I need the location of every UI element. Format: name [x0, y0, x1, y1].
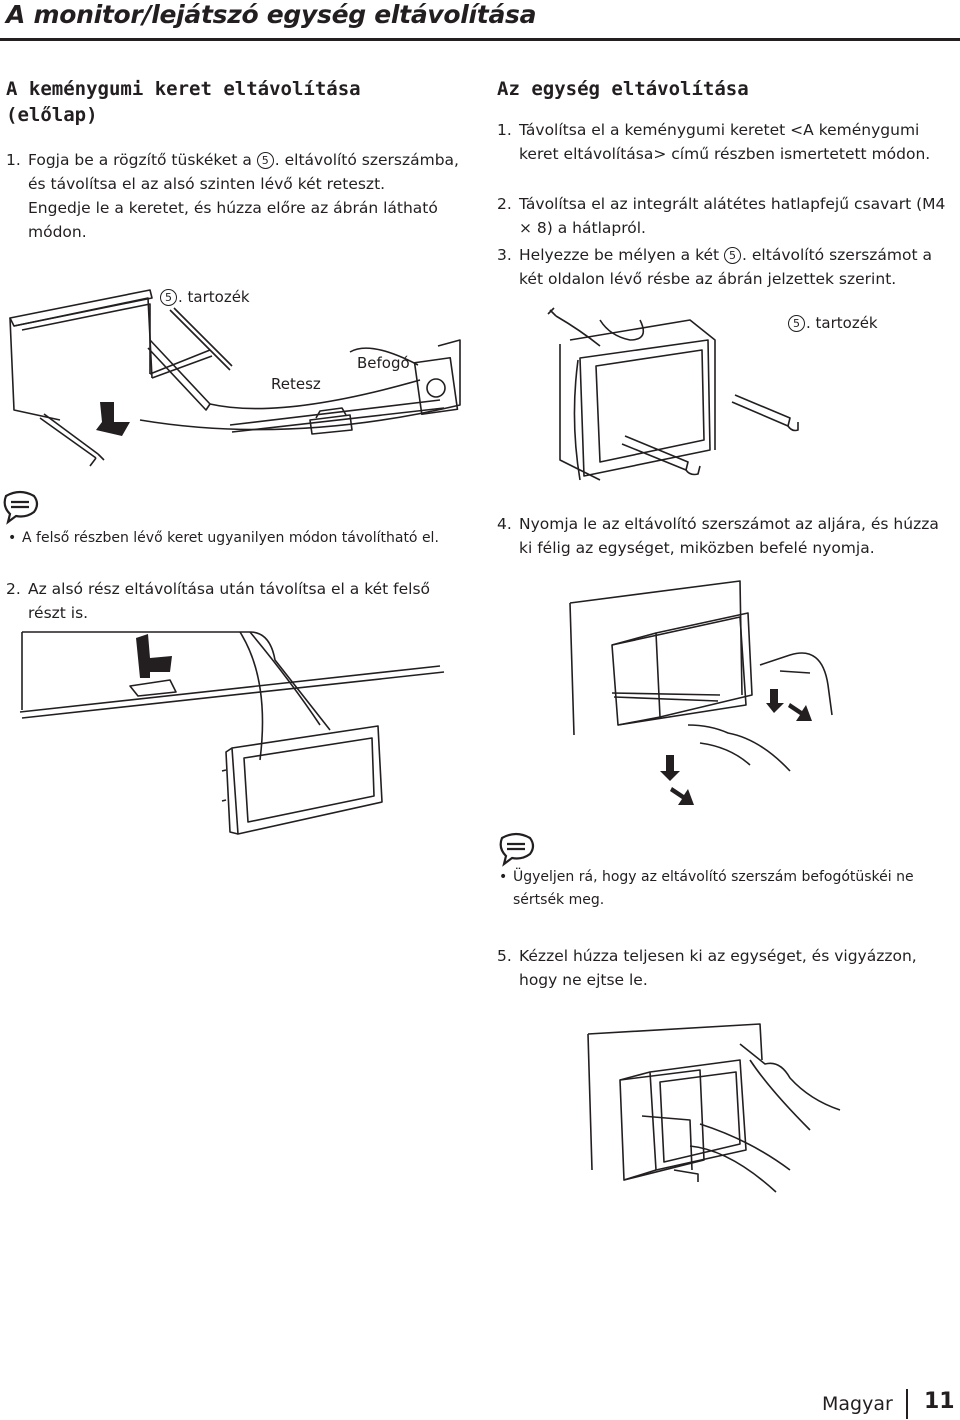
right-step-5-text: Kézzel húzza teljesen ki az egységet, és… — [519, 947, 917, 989]
figure1-label-retesz: Retesz — [271, 375, 321, 393]
left-step-1-text-a: Fogja be a rögzítő tüskéket a — [28, 151, 252, 169]
page-title: A monitor/lejátszó egység eltávolítása — [6, 0, 537, 29]
left-note: • A felső részben lévő keret ugyanilyen … — [8, 527, 478, 550]
page-number: 11 — [924, 1389, 955, 1414]
footer-language: Magyar — [822, 1393, 893, 1415]
right-step-4: 4. Nyomja le az eltávolító szerszámot az… — [497, 512, 957, 560]
left-note-text: A felső részben lévő keret ugyanilyen mó… — [22, 530, 439, 546]
figure3-illustration — [540, 300, 820, 490]
figure4-illustration — [560, 575, 860, 805]
right-note: • Ügyeljen rá, hogy az eltávolító szersz… — [499, 866, 949, 912]
figure3-accessory-label: 5. tartozék — [788, 314, 878, 332]
right-note-text: Ügyeljen rá, hogy az eltávolító szerszám… — [513, 869, 914, 908]
figure5-illustration — [580, 1020, 850, 1200]
right-step-1: 1. Távolítsa el a keménygumi keretet <A … — [497, 118, 957, 166]
accessory-5-icon: 5 — [160, 289, 177, 306]
right-step-3: 3. Helyezze be mélyen a két 5. eltávolít… — [497, 246, 932, 288]
figure2-illustration — [0, 620, 470, 840]
accessory-5-icon: 5 — [788, 315, 805, 332]
left-step-1-text-c: Engedje le a keretet, és húzza előre az … — [28, 199, 438, 241]
left-heading-line1: A keménygumi keret eltávolítása — [6, 78, 361, 100]
accessory-5-icon: 5 — [256, 152, 274, 169]
right-step-5: 5. Kézzel húzza teljesen ki az egységet,… — [497, 944, 957, 992]
left-heading-line2: (előlap) — [6, 104, 98, 126]
figure1-accessory-label: 5. tartozék — [160, 288, 250, 306]
right-step-1-text: Távolítsa el a keménygumi keretet <A kem… — [519, 121, 931, 163]
right-step-2: 2. Távolítsa el az integrált alátétes ha… — [497, 192, 957, 240]
left-section-heading: A keménygumi keret eltávolítása (előlap) — [6, 76, 466, 128]
figure1-label-befogo: Befogó — [357, 354, 410, 372]
right-step-4-text: Nyomja le az eltávolító szerszámot az al… — [519, 515, 939, 557]
right-step-3-text-b: . eltávolító szerszámot a két oldalon lé… — [519, 246, 932, 288]
left-step-1-text-b: . eltávolító szerszámba, és távolítsa el… — [28, 151, 459, 193]
left-step-1: 1. Fogja be a rögzítő tüskéket a 5. eltá… — [6, 148, 472, 244]
left-step-2: 2. Az alsó rész eltávolítása után távolí… — [6, 577, 472, 625]
note-icon — [0, 490, 40, 526]
footer-separator — [906, 1389, 908, 1419]
left-step-2-text: Az alsó rész eltávolítása után távolítsa… — [28, 580, 431, 622]
left-step-1-num: 1. — [6, 151, 21, 169]
figure1-illustration — [0, 270, 470, 470]
right-step-3-text-a: Helyezze be mélyen a két — [519, 246, 720, 264]
right-step-2-text: Távolítsa el az integrált alátétes hatla… — [519, 195, 946, 237]
note-icon — [496, 832, 536, 868]
accessory-5-icon: 5 — [724, 247, 742, 264]
title-rule — [0, 38, 960, 41]
right-section-heading: Az egység eltávolítása — [497, 78, 749, 100]
